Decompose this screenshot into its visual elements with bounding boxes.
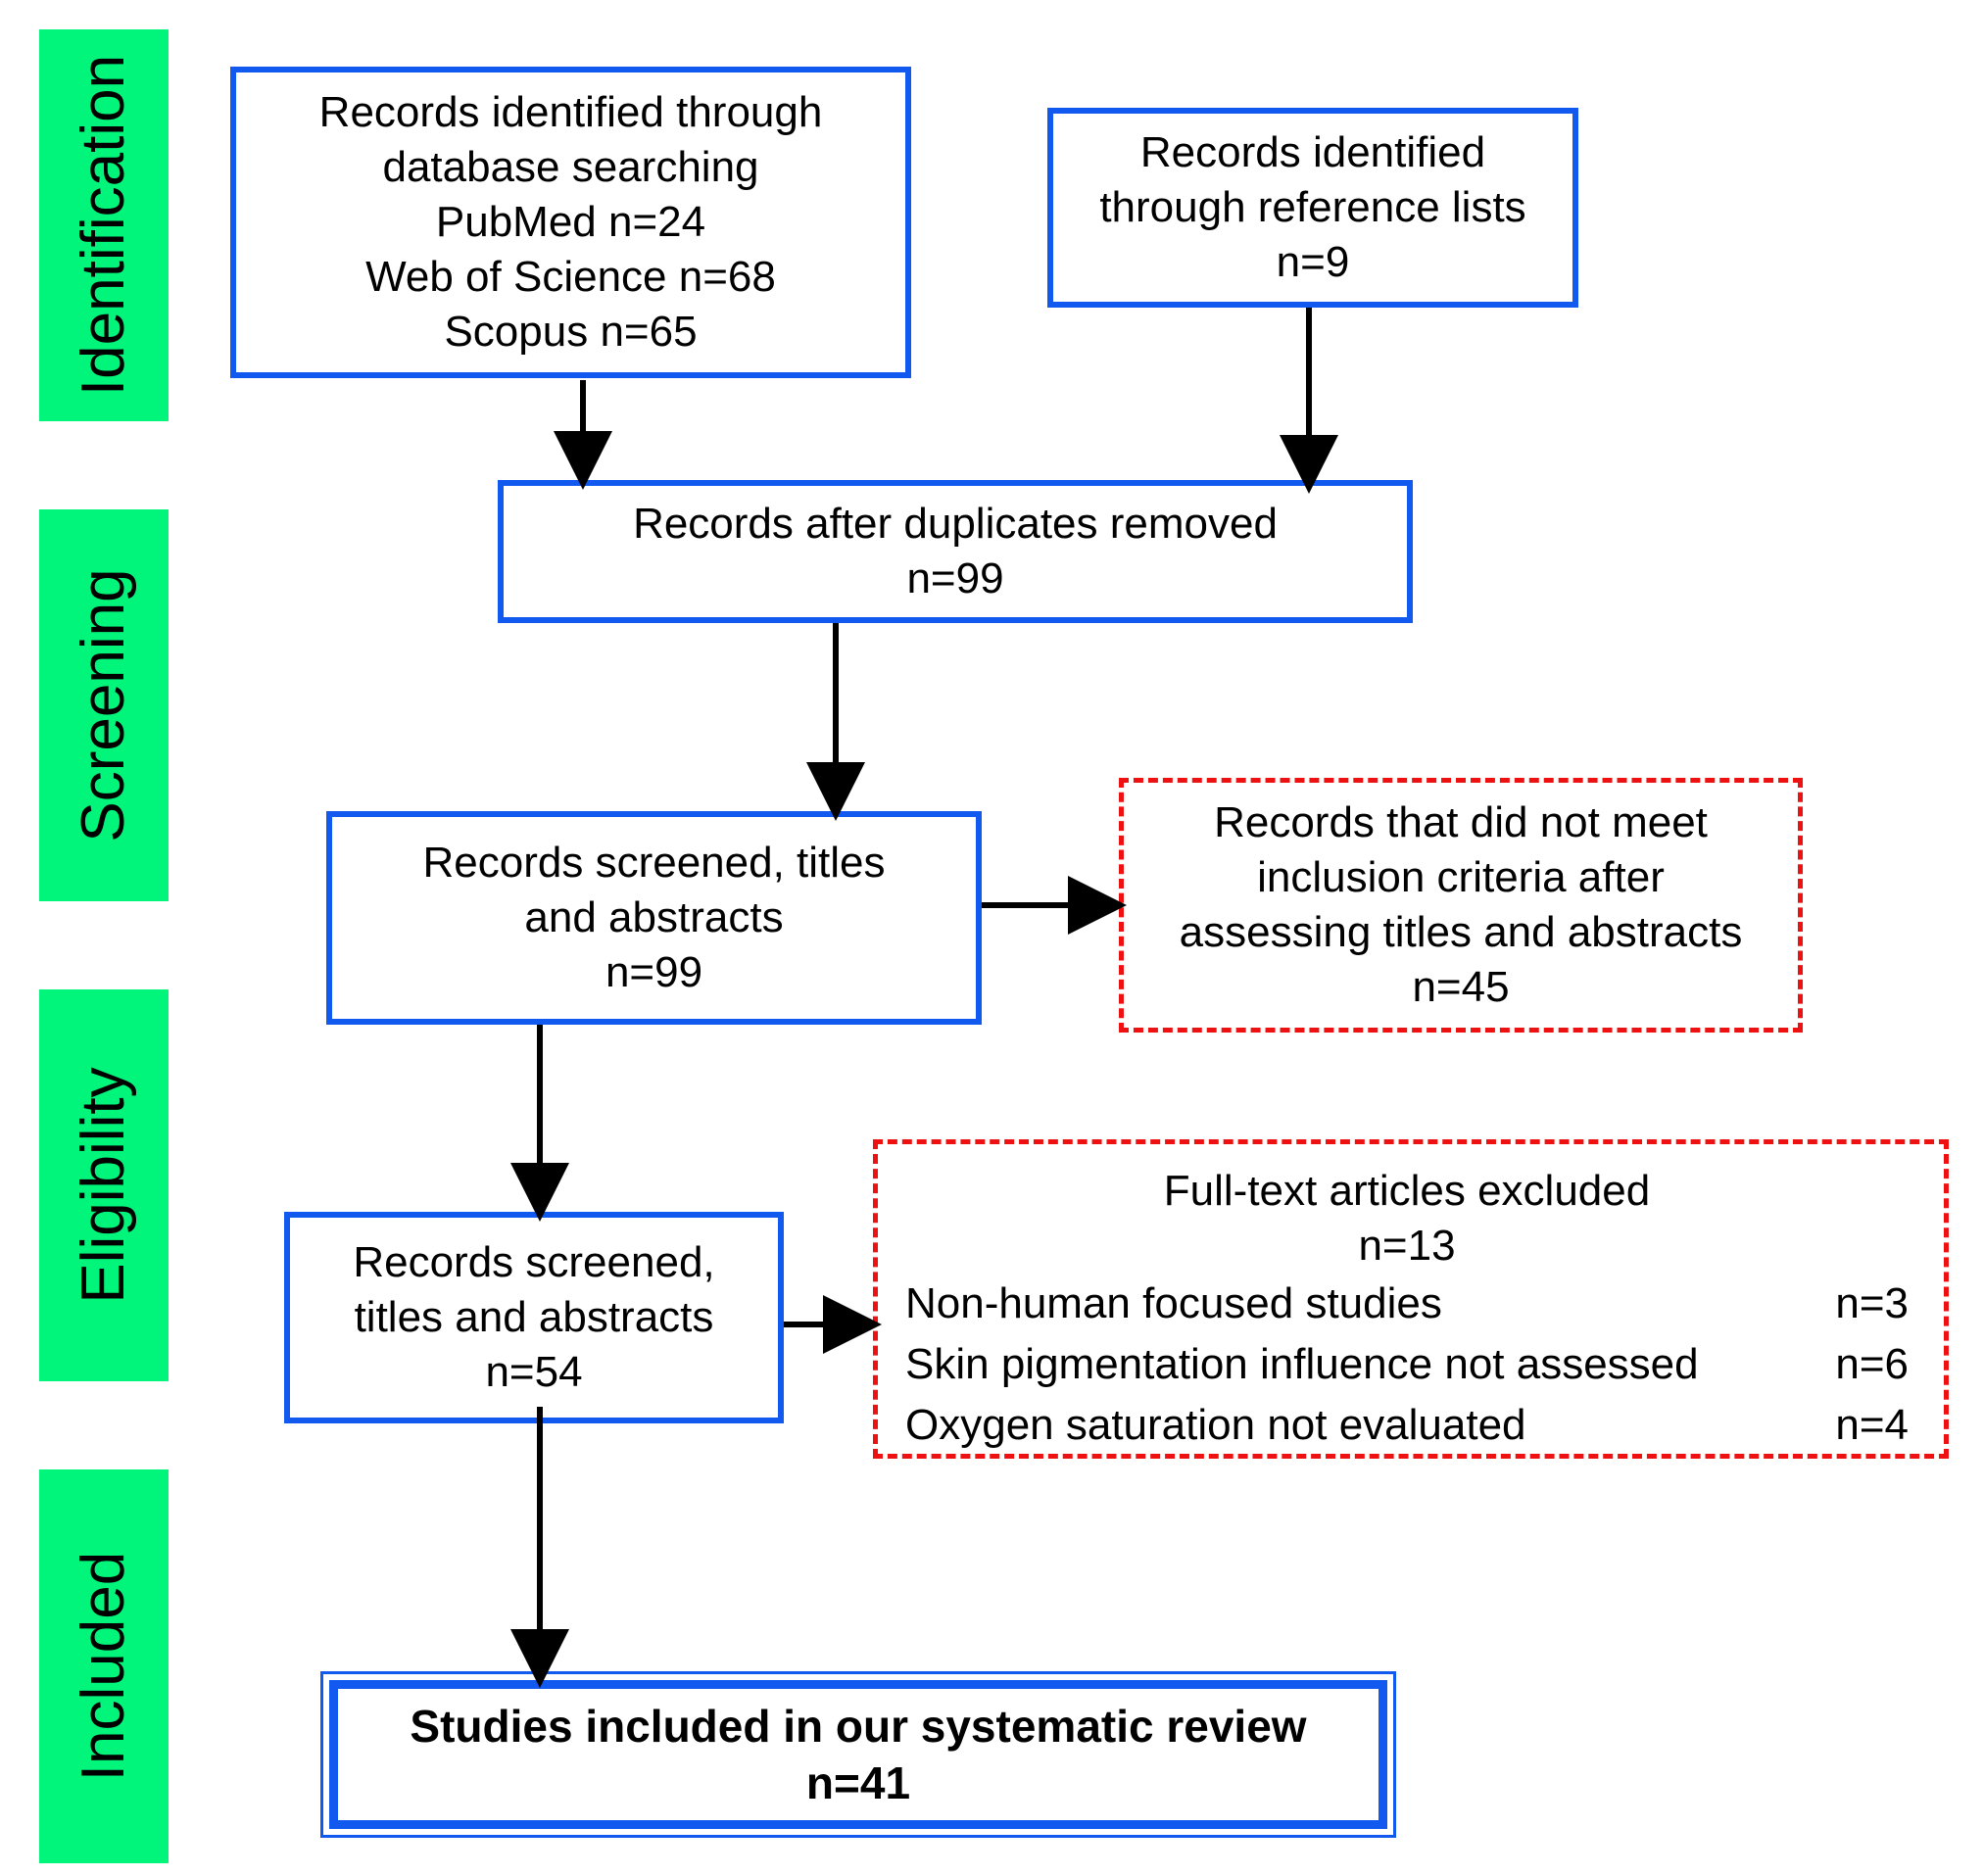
box-text-line: PubMed n=24 [435,198,706,246]
box-text-line: Studies included in our systematic revie… [410,1701,1307,1752]
phase-label: Eligibility [70,1067,137,1304]
box-text-line: Records identified [1139,128,1486,176]
box-text-line: and abstracts [524,893,784,941]
reason-count: n=3 [1835,1279,1909,1327]
phase-label: Identification [70,54,137,397]
box-text-line: through reference lists [1099,183,1526,231]
box-text-line: Records that did not meet [1214,798,1708,846]
box-text-line: Scopus n=65 [444,308,698,356]
reference-lists-box: Records identified through reference lis… [1047,108,1578,308]
phase-identification: Identification [39,29,169,421]
box-text-line: n=99 [906,554,1004,602]
fulltext-excluded-box: Full-text articles excluded n=13 Non-hum… [873,1139,1949,1459]
records-screened-box: Records screened, titles and abstracts n… [326,811,982,1025]
eligibility-screened-box: Records screened, titles and abstracts n… [284,1212,784,1423]
phase-included: Included [39,1469,169,1863]
box-text-line: n=99 [605,948,703,996]
box-text-line: Records screened, [353,1238,715,1286]
exclusion-reason: Skin pigmentation influence not assessed… [905,1334,1909,1395]
box-text-line: database searching [382,143,759,191]
duplicates-removed-box: Records after duplicates removed n=99 [498,480,1413,623]
database-search-box: Records identified through database sear… [230,67,911,378]
reason-count: n=6 [1835,1340,1909,1388]
box-text-line: titles and abstracts [354,1293,714,1341]
studies-included-box: Studies included in our systematic revie… [320,1671,1396,1838]
reason-label: Non-human focused studies [905,1279,1442,1327]
box-text-line: inclusion criteria after [1257,853,1665,901]
box-text-line: Records screened, titles [422,839,886,887]
phase-eligibility: Eligibility [39,989,169,1381]
exclusion-reason: Oxygen saturation not evaluated n=4 [905,1395,1909,1456]
excluded-count: n=13 [1358,1222,1456,1270]
phase-label: Screening [70,568,137,842]
phase-screening: Screening [39,509,169,901]
reason-count: n=4 [1835,1401,1909,1449]
box-text-line: assessing titles and abstracts [1179,908,1743,956]
not-meet-criteria-box: Records that did not meet inclusion crit… [1119,778,1803,1033]
reason-label: Oxygen saturation not evaluated [905,1401,1526,1449]
exclusion-reason: Non-human focused studies n=3 [905,1274,1909,1334]
phase-label: Included [70,1551,137,1782]
box-text-line: Records identified through [318,88,823,136]
box-text-line: Web of Science n=68 [365,253,776,301]
box-text-line: n=45 [1412,963,1510,1011]
box-text-line: n=54 [485,1348,583,1396]
box-text-line: Records after duplicates removed [633,500,1278,548]
reason-label: Skin pigmentation influence not assessed [905,1340,1699,1388]
box-text-line: n=9 [1276,238,1350,286]
excluded-title: Full-text articles excluded [1163,1167,1651,1215]
box-text-line: n=41 [805,1757,911,1808]
